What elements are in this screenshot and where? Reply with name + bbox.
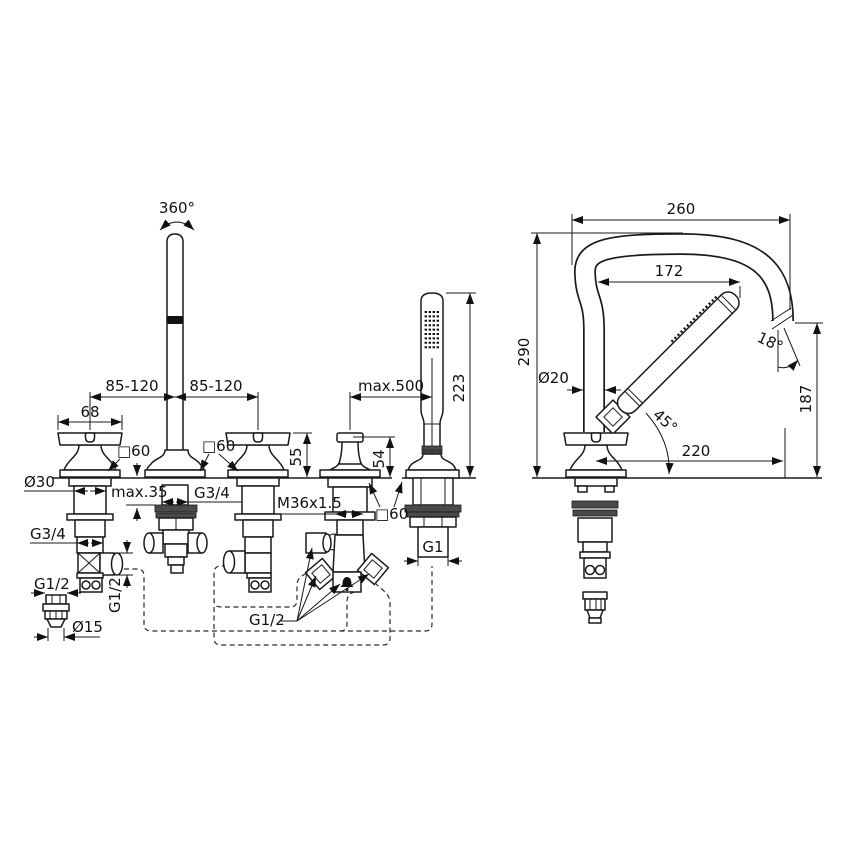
dim-deck-thickness: max.35 <box>111 483 168 501</box>
side-view: 260 172 290 Ø20 18° 187 45° 220 <box>515 200 823 624</box>
dim-handle-height: 55 <box>287 447 305 466</box>
inlet-fitting <box>42 594 70 628</box>
dim-base-reach: 220 <box>682 442 711 460</box>
front-dimensions: 360° 85-120 85-120 max.500 68 □60 □60 □6… <box>24 199 476 641</box>
diverter <box>304 432 390 593</box>
cross-handle-right <box>222 432 291 593</box>
dim-fitting-dia: Ø15 <box>72 618 103 636</box>
dim-rotation: 360° <box>159 199 195 217</box>
spout-side <box>574 232 794 432</box>
dim-spout-reach-overall: 260 <box>667 200 696 218</box>
dim-handle-width: 68 <box>80 403 99 421</box>
dim-pipe-dia: Ø20 <box>538 369 569 387</box>
hand-shower-side <box>595 291 740 435</box>
dim-spacing-right: 85-120 <box>189 377 242 395</box>
hose-routing-dashed <box>124 565 433 646</box>
dim-square-left: □60 <box>117 442 150 460</box>
dim-spout-height: 290 <box>515 338 533 367</box>
dim-square-mid: □60 <box>202 437 235 455</box>
front-view: 360° 85-120 85-120 max.500 68 □60 □60 □6… <box>24 199 476 646</box>
dim-outlet-height: 187 <box>797 385 815 414</box>
hand-shower-front <box>404 292 462 558</box>
dim-spout-thread: G3/4 <box>194 484 230 502</box>
dim-diverter-thread: M36x1.5 <box>277 494 342 512</box>
handle-side <box>563 432 629 624</box>
dim-valve-thread: G3/4 <box>30 525 66 543</box>
dim-handle-dia: Ø30 <box>24 473 55 491</box>
dim-spout-reach-inner: 172 <box>655 262 684 280</box>
dim-square-right: □60 <box>375 505 408 523</box>
dim-outlet-thread: G1/2 <box>106 577 124 613</box>
dim-diverter-outlets-thread: G1/2 <box>249 611 285 629</box>
dim-hose-length: max.500 <box>358 377 424 395</box>
dim-fitting-thread: G1/2 <box>34 575 70 593</box>
dim-shower-base-thread: G1 <box>422 538 443 556</box>
dim-diverter-height: 54 <box>370 449 388 468</box>
cross-handle-left <box>57 432 124 593</box>
dim-spacing-left: 85-120 <box>105 377 158 395</box>
dim-shower-height: 223 <box>450 374 468 403</box>
